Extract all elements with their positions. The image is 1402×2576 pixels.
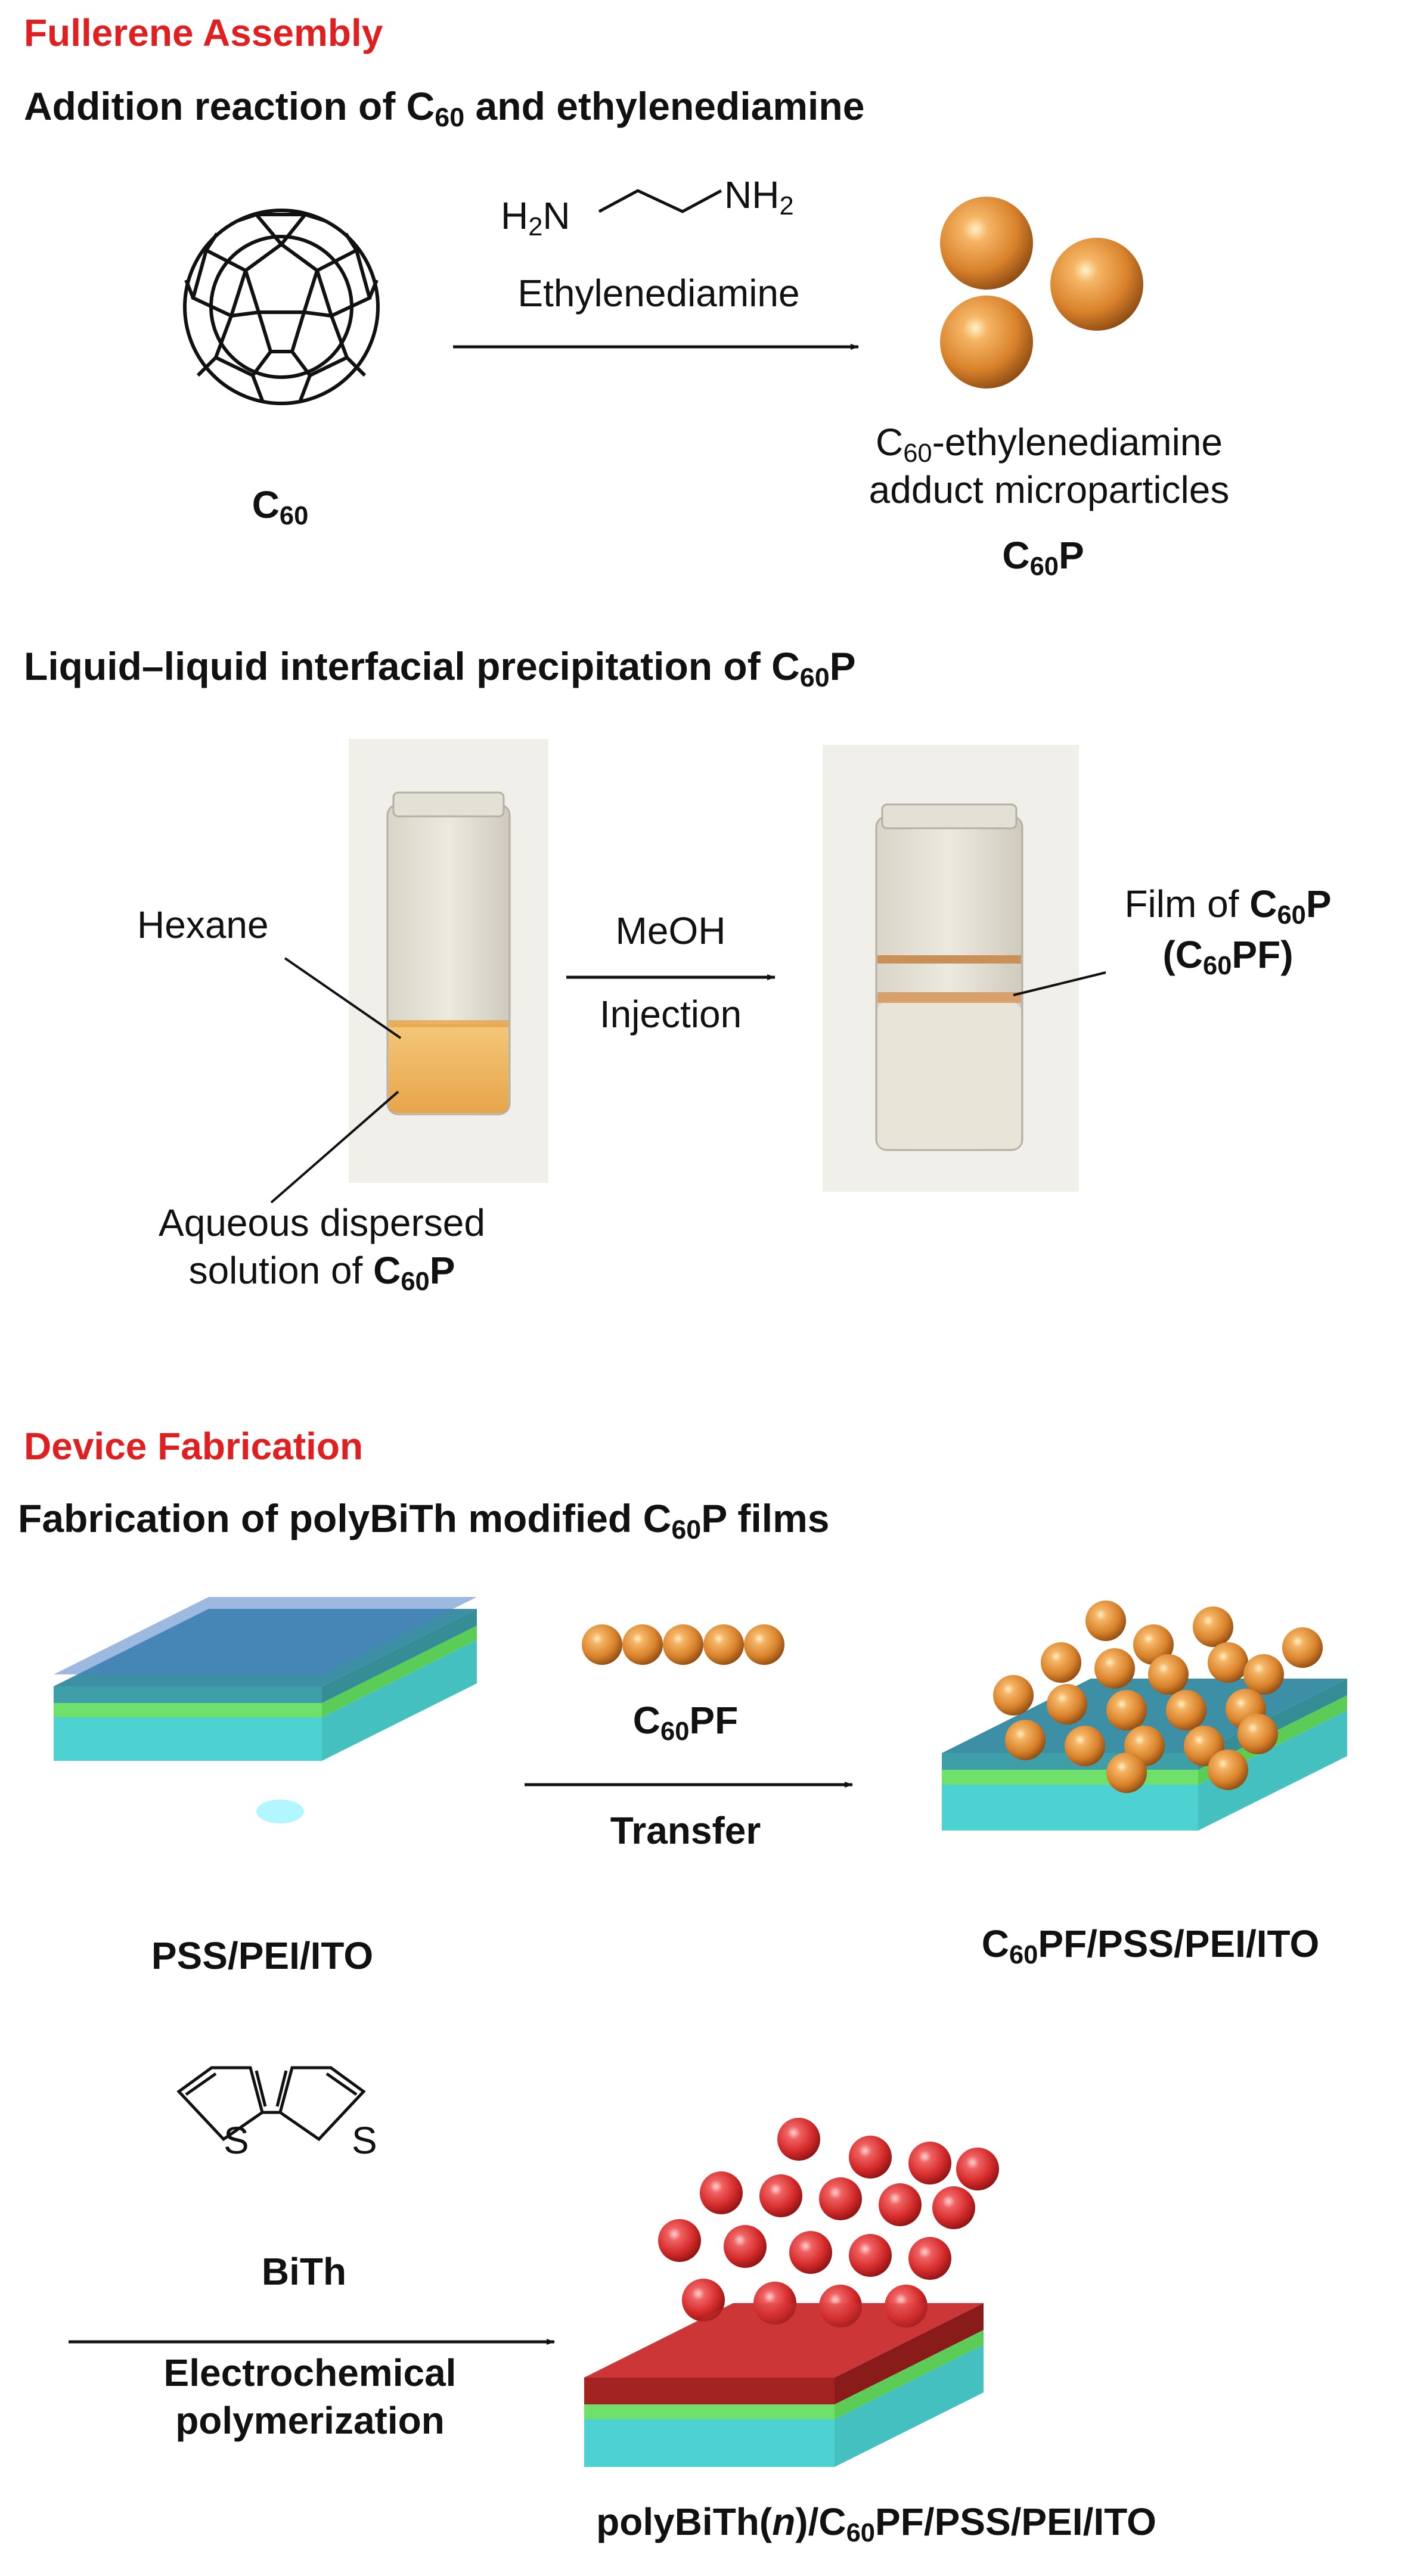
product-line-2: adduct microparticles — [823, 468, 1276, 512]
vial-photo-before — [349, 739, 548, 1183]
arrow-label-meoh: MeOH — [572, 909, 769, 953]
c60-molecule-drawing — [185, 210, 378, 403]
step2-line-1: Electrochemical — [72, 2351, 548, 2395]
section-title-device: Device Fabrication — [24, 1424, 363, 1468]
bith-label: BiTh — [203, 2249, 405, 2294]
c60pf-spheres-row — [582, 1624, 784, 1665]
bith-sulfur-2: S — [352, 2118, 377, 2162]
heading-interfacial-precipitation: Liquid–liquid interfacial precipitation … — [24, 644, 856, 689]
label-hexane: Hexane — [137, 903, 269, 947]
ethylenediamine-structure — [599, 191, 721, 212]
step2-line-2: polymerization — [72, 2398, 548, 2443]
final-device-label: polyBiTh(n)/C60PF/PSS/PEI/ITO — [489, 2500, 1264, 2544]
section-title-fullerene: Fullerene Assembly — [24, 11, 383, 55]
arrow-label-injection: Injection — [572, 992, 769, 1036]
heading-addition-reaction: Addition reaction of C60 and ethylenedia… — [24, 83, 864, 129]
final-device-drawing — [584, 2118, 999, 2467]
step1-label-c60pf: C60PF — [572, 1698, 799, 1742]
c60-label: C60 — [227, 483, 334, 527]
c60pf-device-drawing — [942, 1601, 1347, 1831]
vial-photo-after — [823, 745, 1079, 1192]
label-film-line-2: (C60PF) — [1073, 933, 1383, 977]
bithiophene-structure — [179, 2068, 364, 2139]
bith-sulfur-1: S — [224, 2118, 249, 2162]
product-line-1: C60-ethylenediamine — [823, 420, 1276, 464]
reagent-h2n: H2N — [501, 194, 570, 238]
product1-label: C60PF/PSS/PEI/ITO — [912, 1922, 1389, 1966]
substrate-label: PSS/PEI/ITO — [107, 1934, 417, 1978]
product-code-c60p: C60P — [954, 533, 1133, 577]
label-aqueous-line-1: Aqueous dispersed — [107, 1201, 536, 1245]
reagent-nh2: NH2 — [724, 173, 794, 217]
label-film-line-1: Film of C60P — [1073, 882, 1383, 926]
substrate-drawing — [54, 1597, 477, 1823]
heading-fabrication: Fabrication of polyBiTh modified C60P fi… — [18, 1496, 829, 1541]
microparticles-drawing — [940, 197, 1143, 389]
step1-label-transfer: Transfer — [572, 1809, 799, 1853]
label-aqueous-line-2: solution of C60P — [107, 1248, 536, 1292]
reagent-name: Ethylenediamine — [483, 271, 835, 315]
